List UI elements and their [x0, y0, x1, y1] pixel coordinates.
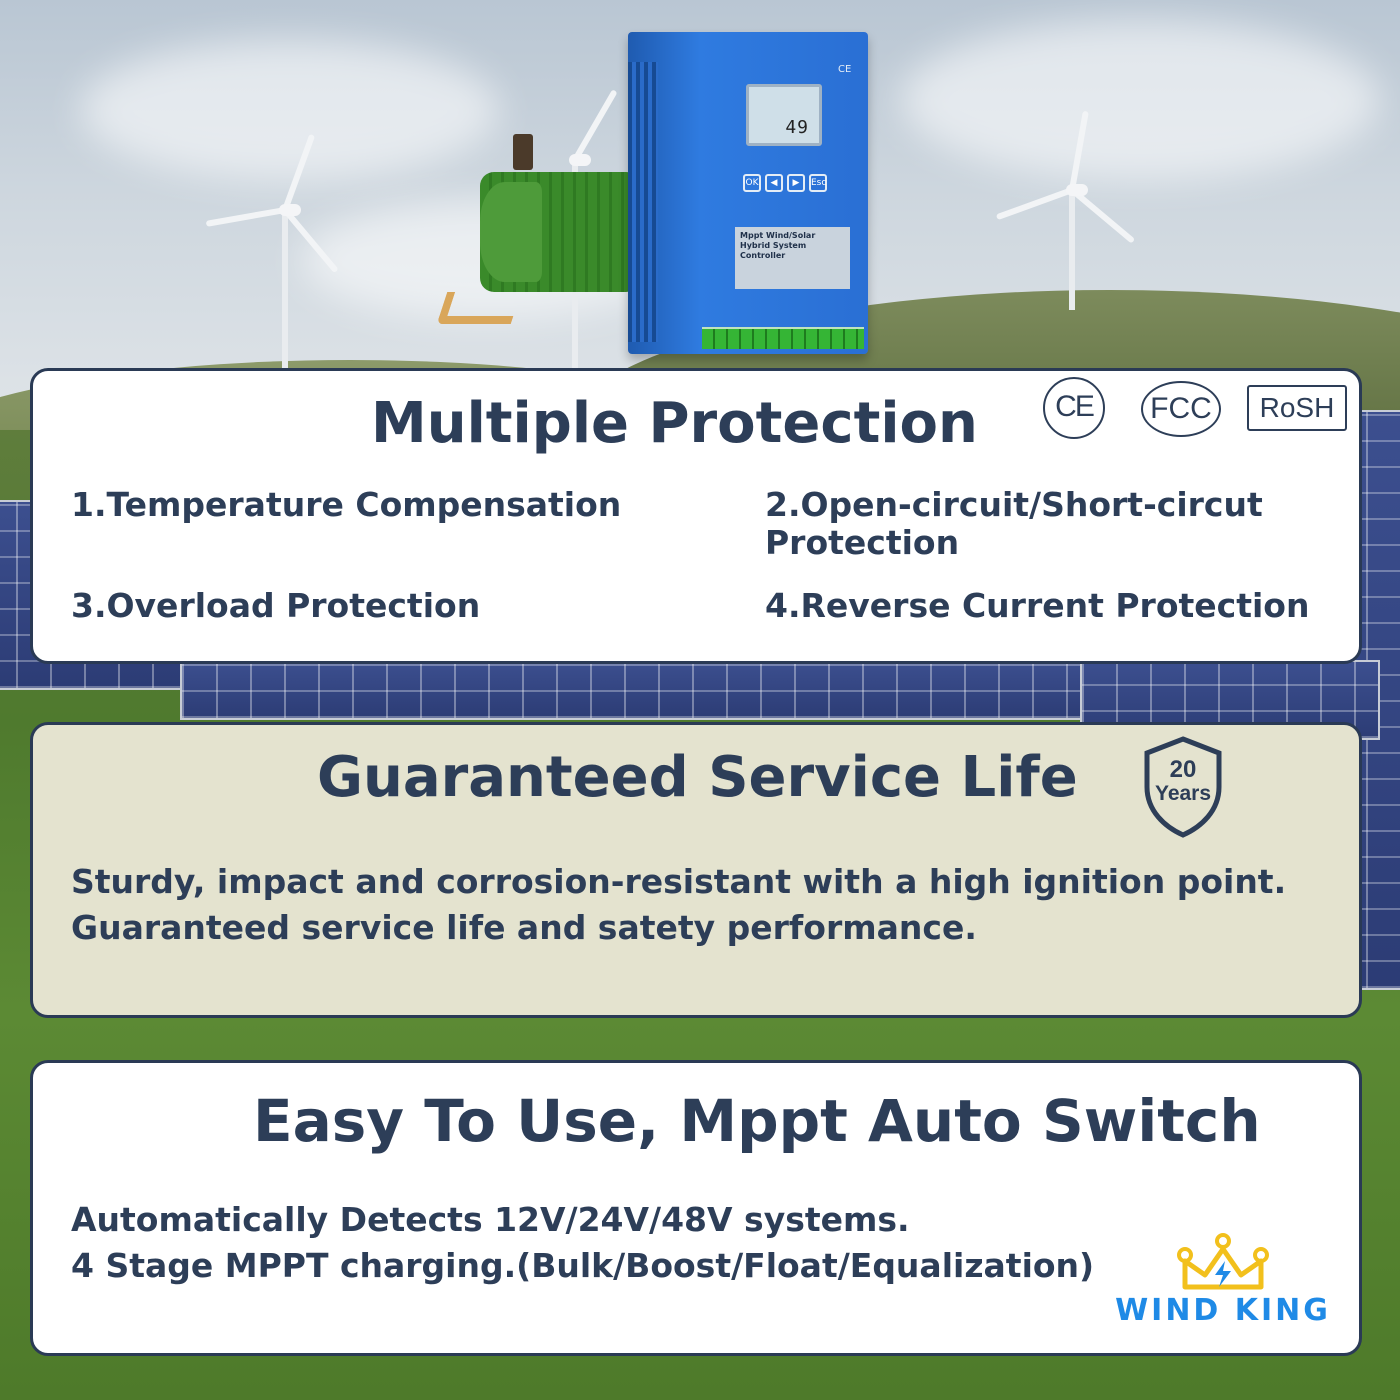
controller-lcd-display: 49: [746, 84, 822, 146]
fcc-certification-icon: FCC: [1141, 381, 1221, 437]
controller-product-image: CE 49 OK ◀ ▶ Esc Mppt Wind/Solar Hybrid …: [436, 22, 880, 354]
easy-use-card: Easy To Use, Mppt Auto Switch Automatica…: [30, 1060, 1362, 1356]
service-life-description: Sturdy, impact and corrosion-resistant w…: [71, 859, 1286, 951]
controller-ce-mark: CE: [838, 64, 852, 75]
controller-key-right: ▶: [787, 174, 805, 192]
controller-housing: [628, 32, 868, 354]
crown-icon: [1177, 1233, 1269, 1290]
controller-key-ok: OK: [743, 174, 761, 192]
cloud: [900, 20, 1380, 180]
rohs-certification-icon: RoSH: [1247, 385, 1347, 431]
heat-sink-fins: [628, 62, 658, 342]
ce-certification-icon: CE: [1043, 377, 1105, 439]
feature-reverse-current: 4.Reverse Current Protection: [765, 586, 1310, 625]
easy-use-line-1: Automatically Detects 12V/24V/48V system…: [71, 1200, 910, 1239]
warranty-shield-icon: 20 Years: [1141, 735, 1225, 839]
shield-outline: [1144, 736, 1222, 838]
warranty-years-number: 20: [1169, 756, 1197, 783]
protection-title: Multiple Protection: [371, 391, 978, 456]
easy-use-description: Automatically Detects 12V/24V/48V system…: [71, 1197, 1094, 1289]
feature-temperature-compensation: 1.Temperature Compensation: [71, 485, 622, 524]
cloud: [80, 40, 500, 180]
service-life-line-2: Guaranteed service life and satety perfo…: [71, 908, 977, 947]
warranty-years-text: 20 Years: [1141, 757, 1225, 805]
feature-open-short-circuit: 2.Open-circuit/Short-circut Protection: [765, 485, 1263, 562]
wind-king-logo: WIND KING: [1103, 1231, 1343, 1331]
controller-key-left: ◀: [765, 174, 783, 192]
feature-overload: 3.Overload Protection: [71, 586, 481, 625]
terminal-block: [702, 327, 864, 349]
controller-label: Mppt Wind/Solar Hybrid System Controller: [735, 227, 850, 289]
warranty-years-label: Years: [1154, 782, 1212, 805]
resistor-cap: [480, 182, 542, 282]
service-life-line-1: Sturdy, impact and corrosion-resistant w…: [71, 862, 1287, 901]
service-life-card: Guaranteed Service Life 20 Years Sturdy,…: [30, 722, 1362, 1018]
protection-card: Multiple Protection CE FCC RoSH 1.Temper…: [30, 368, 1362, 664]
controller-keypad: OK ◀ ▶ Esc: [743, 174, 827, 192]
easy-use-title: Easy To Use, Mppt Auto Switch: [253, 1087, 1261, 1155]
controller-label-title: Mppt Wind/Solar Hybrid System Controller: [740, 231, 816, 260]
mounting-bracket: [436, 292, 522, 324]
controller-key-esc: Esc: [809, 174, 827, 192]
easy-use-line-2: 4 Stage MPPT charging.(Bulk/Boost/Float/…: [71, 1246, 1095, 1285]
service-life-title: Guaranteed Service Life: [317, 745, 1078, 810]
resistor-stud: [513, 134, 533, 170]
brand-name: WIND KING: [1115, 1293, 1331, 1328]
